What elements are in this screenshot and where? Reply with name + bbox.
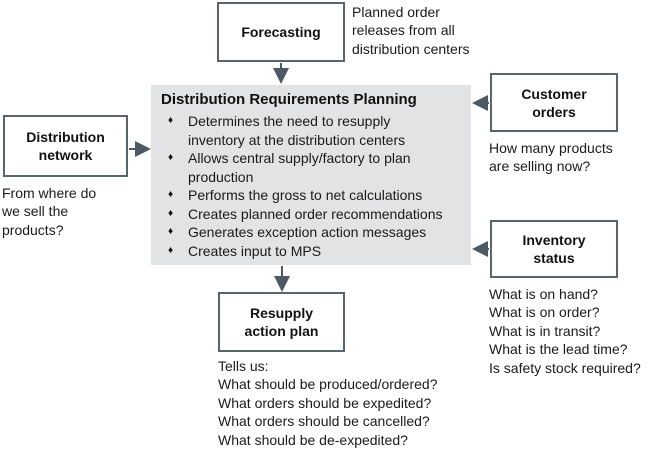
note-line: What should be de-expedited?	[218, 431, 408, 448]
note-line: are selling now?	[489, 158, 591, 175]
note-line: releases from all	[352, 22, 455, 39]
drp-bullet: ♦ Performs the gross to net calculations	[161, 186, 465, 205]
drp-bullet: ♦ Creates input to MPS	[161, 242, 465, 261]
drp-bullet: ♦ Creates planned order recommendations	[161, 205, 465, 224]
bullet-line: Performs the gross to net calculations	[188, 187, 423, 203]
note-line: What orders should be cancelled?	[218, 413, 430, 430]
bullet-line: Allows central supply/factory to plan	[188, 150, 411, 166]
bullet-line: inventory at the distribution centers	[188, 131, 406, 148]
note-line: From where do	[2, 185, 97, 201]
note-line: Is safety stock required?	[489, 359, 641, 376]
resupply-label-line: Resupply	[249, 305, 313, 321]
inventory-status-label-line: status	[533, 250, 575, 266]
bullet-line: Generates exception action messages	[188, 224, 427, 240]
resupply-note: Tells us: What should be produced/ordere…	[218, 357, 437, 449]
note-line: What is the lead time?	[489, 341, 628, 358]
forecasting-label: Forecasting	[241, 24, 321, 40]
bullet-line: Creates planned order recommendations	[188, 205, 443, 222]
distribution-network-note: From where do we sell the products?	[2, 184, 96, 239]
inventory-status-note: What is on hand? What is on order? What …	[489, 285, 641, 377]
resupply-action-plan-box: Resupply action plan	[218, 292, 345, 352]
distribution-network-label-line: Distribution	[26, 129, 105, 145]
note-line: What is on order?	[489, 304, 600, 321]
diamond-bullet-icon: ♦	[168, 244, 174, 256]
customer-orders-label-line: orders	[532, 103, 576, 120]
customer-orders-label-line: Customer	[521, 85, 587, 102]
note-line: we sell the	[2, 203, 69, 220]
note-line: products?	[2, 221, 64, 238]
diamond-bullet-icon: ♦	[168, 152, 174, 163]
forecasting-box: Forecasting	[217, 2, 345, 62]
bullet-line: production	[188, 168, 254, 185]
note-line: How many products	[489, 140, 613, 156]
resupply-label-line: action plan	[244, 323, 319, 339]
inventory-status-label-line: Inventory	[522, 232, 586, 248]
diamond-bullet-icon: ♦	[168, 189, 174, 200]
note-line: distribution centers	[352, 40, 470, 57]
customer-orders-box: Customer orders	[490, 73, 618, 132]
customer-orders-note: How many products are selling now?	[489, 139, 613, 176]
diamond-bullet-icon: ♦	[168, 115, 174, 126]
distribution-network-box: Distribution network	[3, 115, 128, 177]
note-line: What should be produced/ordered?	[218, 376, 438, 393]
inventory-status-box: Inventory status	[490, 220, 618, 278]
note-line: What is on hand?	[489, 286, 598, 302]
note-line: What orders should be expedited?	[218, 394, 432, 411]
drp-bullet: ♦ Allows central supply/factory to plan …	[161, 149, 465, 186]
note-line: What is in transit?	[489, 322, 601, 339]
drp-panel-title: Distribution Requirements Planning	[161, 91, 417, 108]
forecasting-note: Planned order releases from all distribu…	[352, 3, 470, 58]
drp-panel: Distribution Requirements Planning ♦ Det…	[151, 85, 471, 265]
drp-bullet: ♦ Determines the need to resupply invent…	[161, 112, 465, 149]
distribution-network-label-line: network	[38, 147, 93, 163]
bullet-line: Determines the need to resupply	[188, 113, 391, 129]
diamond-bullet-icon: ♦	[168, 207, 174, 219]
note-line: Tells us:	[218, 358, 269, 374]
drp-bullet: ♦ Generates exception action messages	[161, 223, 465, 242]
bullet-line: Creates input to MPS	[188, 242, 322, 259]
diamond-bullet-icon: ♦	[168, 226, 174, 237]
note-line: Planned order	[352, 4, 440, 20]
